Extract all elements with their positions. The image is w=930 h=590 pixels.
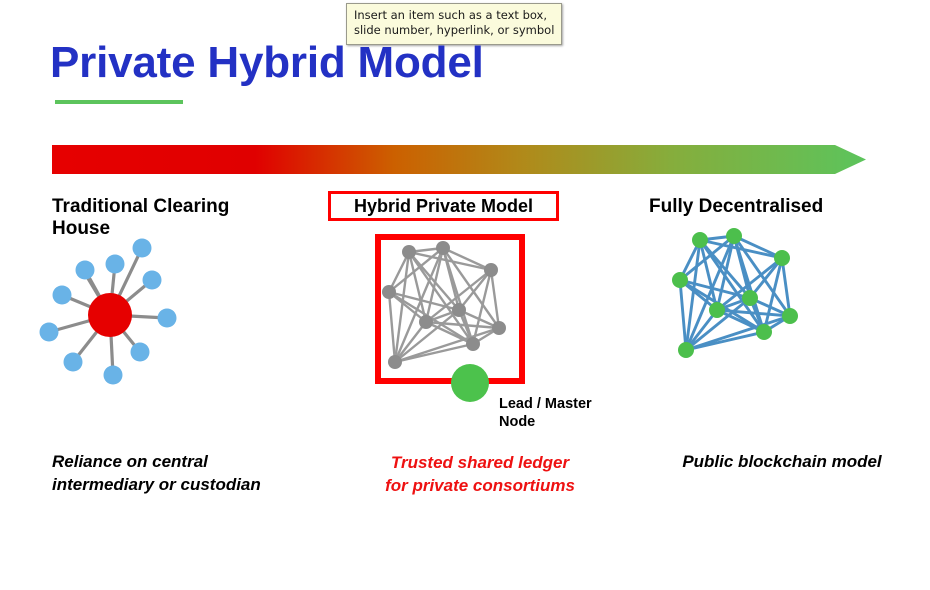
caption-traditional: Reliance on central intermediary or cust… [52, 452, 261, 494]
page-title: Private Hybrid Model [50, 38, 484, 87]
insert-item-tooltip: Insert an item such as a text box, slide… [346, 3, 562, 45]
decentralised-mesh-nodes [672, 228, 798, 358]
lead-master-node-label: Lead / Master Node [499, 396, 592, 430]
star-satellite-nodes [39, 238, 177, 385]
arrow-shape [52, 145, 866, 174]
column-heading-decentralised: Fully Decentralised [649, 196, 824, 217]
caption-hybrid-line1: Trusted shared ledger [390, 453, 570, 472]
star-network-diagram [39, 238, 225, 410]
spectrum-arrow [52, 145, 866, 174]
caption-hybrid: Trusted shared ledger for private consor… [360, 452, 600, 497]
caption-hybrid-line2: for private consortiums [385, 475, 575, 495]
decentralised-mesh-network-diagram [672, 228, 814, 368]
hybrid-mesh-network-diagram [381, 240, 523, 380]
hybrid-private-model-label: Hybrid Private Model [353, 195, 534, 216]
hybrid-mesh-nodes [382, 241, 506, 369]
star-hub-node [88, 293, 132, 337]
lead-master-node-marker [451, 364, 489, 402]
hybrid-private-model-label-box: Hybrid Private Model [328, 191, 559, 221]
column-heading-traditional: Traditional Clearing House [52, 196, 230, 240]
caption-decentralised: Public blockchain model [682, 452, 882, 471]
title-underline-rule [55, 100, 183, 104]
